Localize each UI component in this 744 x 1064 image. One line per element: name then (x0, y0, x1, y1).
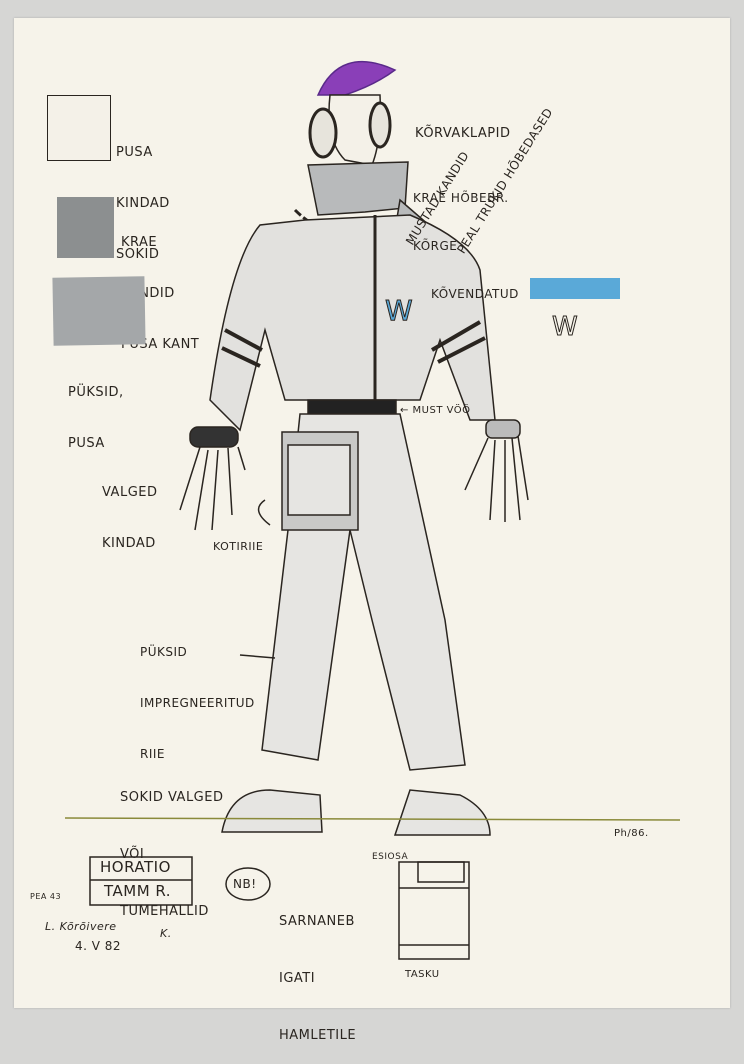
note-earmuffs: KÕRVAKLAPID (415, 126, 511, 141)
costume-figure-drawing: W W (64, 60, 681, 960)
label: HAMLETILE (279, 1028, 357, 1043)
artist-mark: Ph/86. (614, 828, 649, 839)
label: KRAE (121, 235, 158, 250)
label: PÜKSID (140, 645, 188, 659)
label: KÕRGE (413, 239, 458, 253)
ground-line (64, 817, 681, 821)
approval-signature-2: K. (160, 927, 172, 940)
label: PUSA (68, 436, 105, 451)
nb-mark: NB! (233, 877, 257, 891)
belt (307, 399, 397, 415)
swatch-dark-grey (57, 197, 114, 258)
note-gloves: VALGED KINDAD (102, 450, 158, 569)
label: RIIE (140, 747, 165, 761)
title-box (89, 856, 193, 906)
note-resemblance: SARNANEB IGATI HAMLETILE (279, 874, 356, 1064)
nb-circle (225, 867, 271, 901)
label: IMPREGNEERITUD (140, 696, 255, 710)
approval-signature: L. Kõrõivere (45, 920, 117, 933)
swatch-grey-labels: PÜKSID, PUSA (68, 350, 124, 469)
arrow-trousers (239, 654, 276, 659)
note-trousers: PÜKSID IMPREGNEERITUD RIIE (140, 610, 255, 780)
shoe-left (221, 789, 323, 833)
label: IGATI (279, 971, 316, 986)
character-name: HORATIO (100, 858, 171, 876)
label: PÜKSID, (68, 385, 124, 400)
label: VÕI (120, 847, 145, 862)
cuff-right (485, 419, 521, 439)
label: SARNANEB (279, 914, 355, 929)
label: PUSA KANT (121, 337, 200, 352)
arrow-strap (257, 499, 271, 526)
label: KINDAD (102, 536, 156, 551)
note-pocket-front: ESIOSA (372, 852, 409, 862)
earmuff-right (368, 101, 392, 149)
label: SOKID (116, 247, 160, 262)
swatch-white (47, 95, 111, 161)
label: KRAE HÕBEBR. (413, 191, 509, 205)
label: TUMEHALLID (120, 904, 209, 919)
shoe-right (393, 789, 491, 836)
label: PUSA (116, 145, 153, 160)
actor-name: TAMM R. (104, 882, 172, 900)
hand-left (179, 446, 246, 531)
note-bag-strap: KOTIRIIE (213, 540, 264, 553)
note-pocket: TASKU (405, 969, 440, 980)
label: VALGED (102, 485, 158, 500)
sleeve-bands (221, 320, 486, 368)
note-collar: KRAE HÕBEBR. KÕRGE KÕVENDATUD (413, 158, 519, 318)
swatch-blue (530, 278, 620, 299)
swatch-white-labels: PUSA KINDAD SOKID (116, 110, 170, 280)
mohawk-hair (316, 60, 397, 96)
note-socks: SOKID VALGED VÕI TUMEHALLID (120, 750, 223, 940)
label: KINDAD (116, 196, 170, 211)
label: SOKID VALGED (120, 790, 224, 805)
cuff-left (189, 426, 239, 448)
jacket (209, 214, 496, 432)
logo-w-chest: W (385, 294, 413, 327)
page-number: PEA 43 (30, 892, 62, 901)
logo-w-sample: W (552, 312, 578, 342)
hand-right (464, 435, 529, 522)
note-belt: ← MUST VÖÖ (400, 405, 471, 416)
earmuff-left (308, 107, 338, 159)
approval-date: 4. V 82 (75, 939, 122, 953)
bag-pocket (287, 444, 351, 516)
label: KÕVENDATUD (431, 287, 519, 301)
collar (307, 161, 409, 216)
